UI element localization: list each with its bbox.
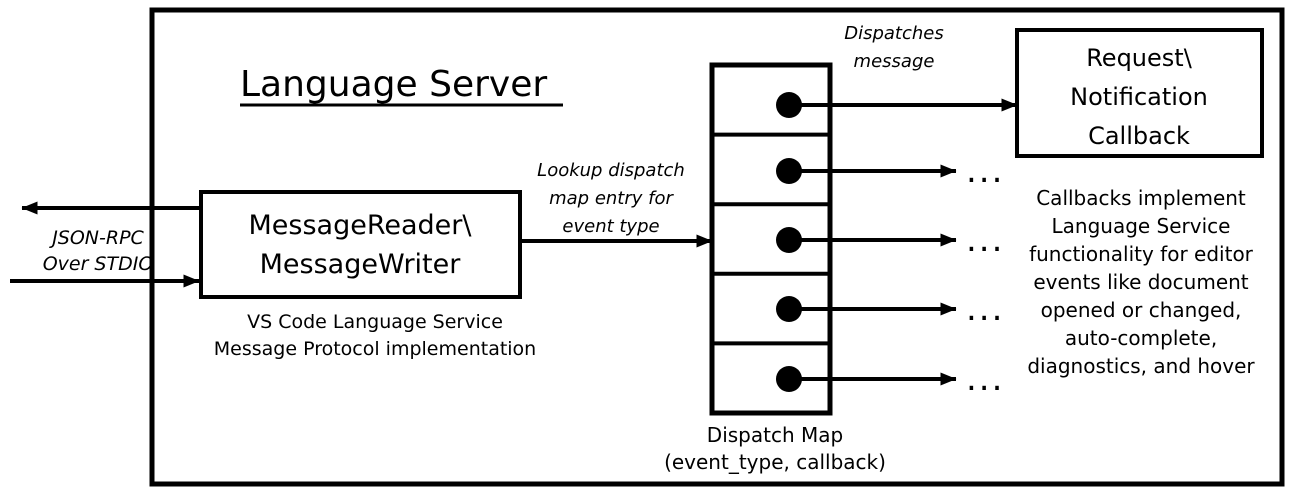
callback-box-line2: Notification: [1070, 83, 1208, 111]
message-reader-writer-box[interactable]: [199, 190, 522, 299]
lookup-label-line3: event type: [562, 216, 659, 237]
message-io-caption-line2: Message Protocol implementation: [214, 338, 536, 360]
callback-caption-line2: Language Service: [1052, 214, 1231, 238]
ellipsis-row-2: ...: [966, 151, 1004, 191]
json-rpc-label-line2: Over STDIO: [43, 253, 154, 275]
callback-caption-line3: functionality for editor: [1029, 242, 1254, 266]
ellipsis-row-5: ...: [966, 359, 1004, 399]
dispatch-map-caption-line1: Dispatch Map: [707, 423, 843, 447]
ellipsis-row-4: ...: [966, 289, 1004, 329]
lookup-label-line2: map entry for: [549, 188, 674, 209]
callback-caption-line4: events like document: [1033, 270, 1248, 294]
dispatch-label-line2: message: [854, 51, 935, 72]
ellipsis-row-3: ...: [966, 220, 1004, 260]
language-server-boundary: [149, 7, 1285, 487]
request-notification-callback-box[interactable]: [1015, 28, 1264, 158]
dispatch-map-caption-line2: (event_type, callback): [664, 450, 886, 474]
message-io-caption-line1: VS Code Language Service: [247, 311, 503, 333]
message-io-label-line2: MessageWriter: [260, 249, 462, 280]
callback-caption-line6: auto-complete,: [1065, 326, 1217, 350]
callback-caption-line1: Callbacks implement: [1036, 186, 1246, 210]
callback-box-line3: Callback: [1088, 122, 1190, 150]
lookup-label-line1: Lookup dispatch: [537, 160, 685, 181]
message-io-label-line1: MessageReader\: [249, 210, 473, 241]
callback-caption-line5: opened or changed,: [1041, 298, 1242, 322]
callback-caption-line7: diagnostics, and hover: [1027, 354, 1255, 378]
page-title: Language Server: [240, 64, 547, 105]
dispatch-label-line1: Dispatches: [844, 23, 944, 44]
callback-box-line1: Request\: [1086, 44, 1192, 72]
json-rpc-label-line1: JSON-RPC: [48, 227, 144, 249]
